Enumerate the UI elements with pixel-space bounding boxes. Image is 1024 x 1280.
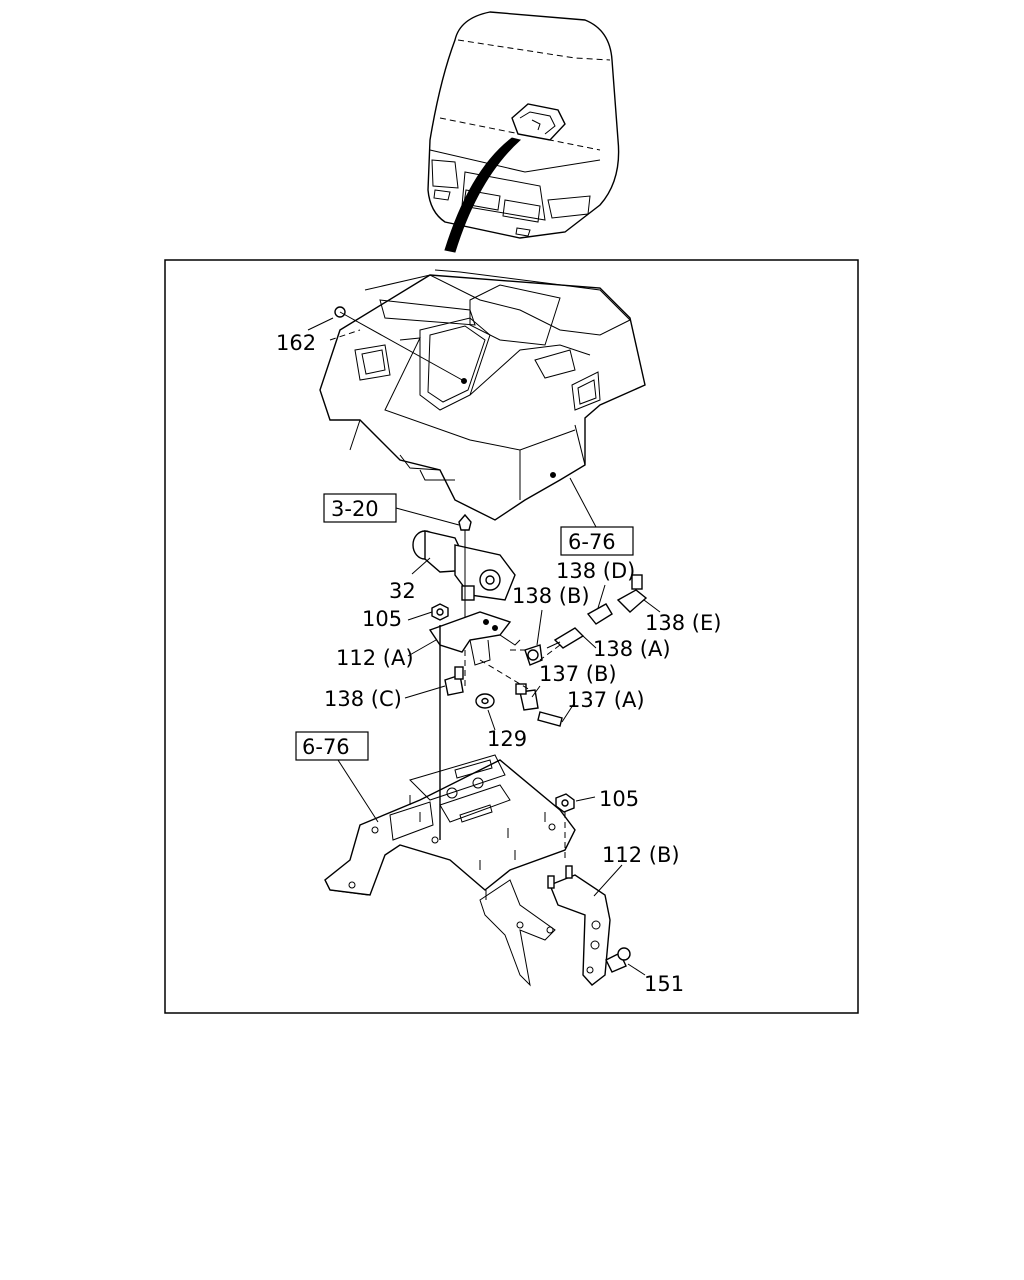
fittings bbox=[404, 574, 661, 731]
label-162: 162 bbox=[276, 331, 316, 355]
label-6-76-bottom: 6-76 bbox=[302, 735, 350, 759]
label-138a: 138 (A) bbox=[593, 637, 671, 661]
label-151: 151 bbox=[644, 972, 684, 996]
label-105-bottom: 105 bbox=[599, 787, 639, 811]
truck-cab-illustration bbox=[427, 11, 620, 253]
label-137a: 137 (A) bbox=[567, 688, 645, 712]
label-6-76-top: 6-76 bbox=[568, 530, 616, 554]
label-32: 32 bbox=[389, 579, 416, 603]
motor-assembly bbox=[412, 513, 516, 620]
label-138b: 138 (B) bbox=[512, 584, 590, 608]
bracket-112b bbox=[547, 864, 623, 986]
label-137b: 137 (B) bbox=[539, 662, 617, 686]
label-105-top: 105 bbox=[362, 607, 402, 631]
label-112b: 112 (B) bbox=[602, 843, 680, 867]
base-bracket bbox=[295, 731, 576, 987]
label-112a: 112 (A) bbox=[336, 646, 414, 670]
label-138c: 138 (C) bbox=[324, 687, 402, 711]
console-cover bbox=[319, 269, 646, 521]
label-138e: 138 (E) bbox=[645, 611, 721, 635]
label-138d: 138 (D) bbox=[556, 559, 635, 583]
label-3-20: 3-20 bbox=[331, 497, 379, 521]
detail-frame bbox=[164, 259, 859, 1014]
label-129: 129 bbox=[487, 727, 527, 751]
